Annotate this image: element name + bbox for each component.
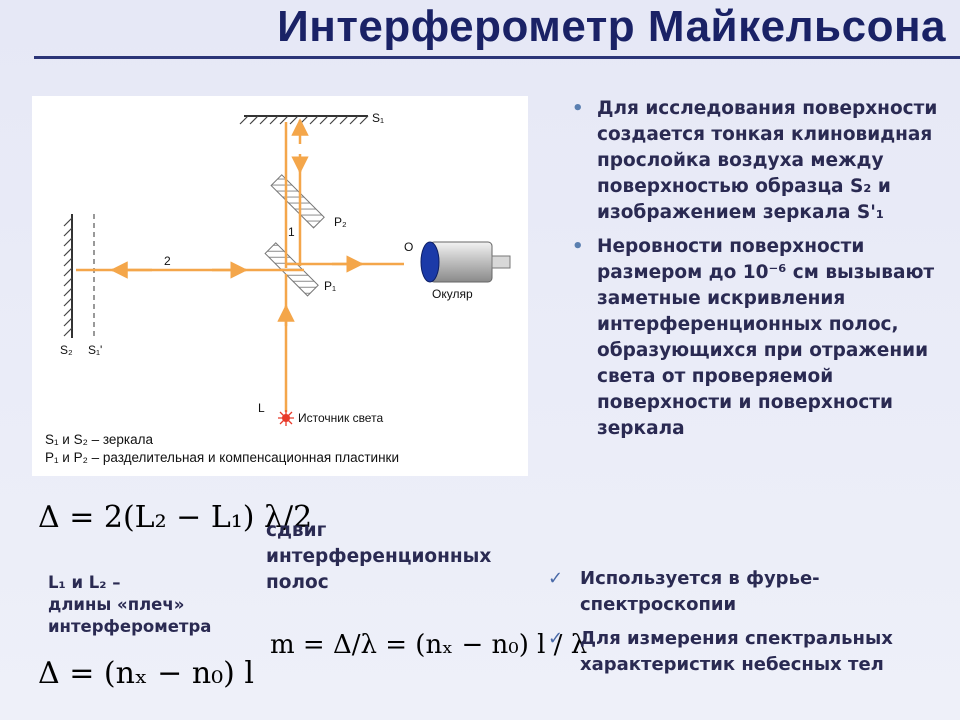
bullet-item: • Для исследования поверхности создается…: [572, 96, 952, 226]
label-beam-1: 1: [288, 225, 295, 239]
interferometer-diagram: S₁ P₂ P₁ 1 2 O Окуляр S₂ S₁' L Источник …: [32, 96, 528, 476]
plate-p2: [270, 174, 325, 229]
mirror-s1: [239, 115, 369, 125]
light-source-icon: [278, 410, 294, 426]
note-line: длины «плеч»: [48, 595, 185, 614]
diagram-legend-mirrors: S₁ и S₂ – зеркала: [45, 432, 154, 447]
bullet-item: • Неровности поверхности размером до 10⁻…: [572, 234, 952, 442]
label-p2: P₂: [334, 215, 347, 229]
label-l: L: [258, 401, 265, 415]
caption-line: полос: [266, 572, 329, 593]
label-s1-top: S₁: [372, 111, 384, 125]
formula-text: m = Δ/λ = (nₓ − n₀) l / λ: [270, 630, 588, 660]
bullet-list: • Для исследования поверхности создается…: [572, 96, 952, 450]
application-item: ✓ Для измерения спектральных характерист…: [548, 626, 958, 678]
mirror-s2: [63, 214, 73, 338]
label-p1: P₁: [324, 279, 336, 293]
checkmark-icon: ✓: [548, 628, 564, 649]
formula-index-difference: Δ = (nₓ − n₀) l: [38, 656, 254, 691]
caption-line: интерференционных: [266, 546, 492, 567]
light-beams: [76, 118, 404, 412]
formula-text: Δ = 2(L₂ − L₁) λ/2: [38, 500, 313, 535]
formula-path-difference: Δ = 2(L₂ − L₁) λ/2: [38, 500, 312, 535]
checkmark-icon: ✓: [548, 568, 564, 589]
bullet-text: Неровности поверхности размером до 10⁻⁶ …: [597, 236, 935, 439]
application-list: ✓ Используется в фурье-спектроскопии ✓ Д…: [548, 566, 958, 686]
label-beam-2: 2: [164, 254, 171, 268]
interferometer-schematic: S₁ P₂ P₁ 1 2 O Окуляр S₂ S₁' L Источник …: [60, 111, 511, 426]
eyepiece: [420, 241, 511, 283]
label-source: Источник света: [298, 411, 383, 425]
note-line: L₁ и L₂ –: [48, 573, 121, 592]
diagram-legend-plates: P₁ и P₂ – разделительная и компенсационн…: [45, 450, 399, 465]
bullet-text: Для исследования поверхности создается т…: [597, 98, 938, 223]
fringe-shift-caption: сдвиг интерференционных полос: [266, 518, 536, 596]
arm-lengths-note: L₁ и L₂ – длины «плеч» интерферометра: [48, 572, 263, 638]
application-text: Используется в фурье-спектроскопии: [580, 568, 820, 615]
bullet-dot-icon: •: [572, 98, 584, 119]
slide-title: Интерферометр Майкельсона: [277, 2, 946, 51]
formula-fringe-count: m = Δ/λ = (nₓ − n₀) l / λ: [270, 630, 587, 660]
application-text: Для измерения спектральных характеристик…: [580, 628, 893, 675]
formula-text: Δ = (nₓ − n₀) l: [38, 656, 255, 691]
label-s2: S₂: [60, 343, 73, 357]
label-o: O: [404, 240, 413, 254]
bullet-dot-icon: •: [572, 236, 584, 257]
label-eyepiece: Окуляр: [432, 287, 473, 301]
application-item: ✓ Используется в фурье-спектроскопии: [548, 566, 958, 618]
note-line: интерферометра: [48, 617, 212, 636]
caption-line: сдвиг: [266, 520, 327, 541]
title-underline: [34, 56, 960, 59]
label-s1-prime: S₁': [88, 343, 102, 357]
